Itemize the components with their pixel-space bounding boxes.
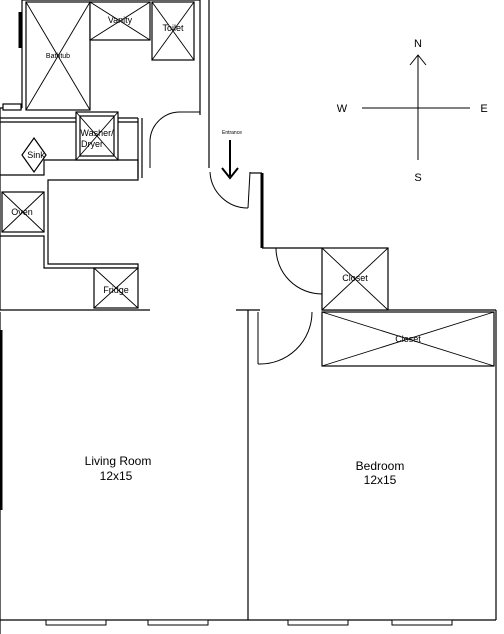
entrance-label: Entrance [222,130,242,136]
compass-east: E [480,103,487,115]
entrance-arrow-head [221,167,239,180]
doors [149,111,323,365]
compass-west: W [337,103,348,115]
fridge-label: Fridge [103,285,129,295]
dryer-label: Dryer [81,139,103,149]
bathtub-label: Bathtub [46,53,70,60]
entrance-marker: Entrance [221,130,242,180]
oven-label: Oven [11,207,33,217]
compass: N S E W [337,38,488,184]
compass-north-arrow [409,54,427,66]
toilet-label: Toilet [162,23,184,33]
vanity: Vanity [89,1,151,41]
living-room-name: Living Room [85,454,152,468]
closet-small-label: Closet [342,273,368,283]
living-room-size: 12x15 [100,469,133,483]
bathtub: Bathtub [25,1,91,111]
bedroom-name: Bedroom [356,459,405,473]
bedroom-size: 12x15 [364,473,397,487]
washer-label: Washer/ [80,128,114,138]
bedroom: Bedroom 12x15 [356,459,405,487]
closet-small: Closet [321,247,389,311]
windows [45,619,453,626]
compass-south: S [414,172,421,184]
toilet: Toilet [151,1,195,61]
fridge: Fridge [93,267,139,309]
sink-label: Sink [27,150,45,160]
closet-large-label: Closet [395,334,421,344]
sink: Sink [21,136,47,174]
bath-shelf [2,103,22,111]
washer-dryer: Washer/ Dryer [75,111,119,161]
vanity-label: Vanity [108,15,133,25]
oven: Oven [1,191,45,233]
compass-north: N [414,38,422,50]
living-room: Living Room 12x15 [85,454,152,483]
closet-large: Closet [321,311,495,367]
